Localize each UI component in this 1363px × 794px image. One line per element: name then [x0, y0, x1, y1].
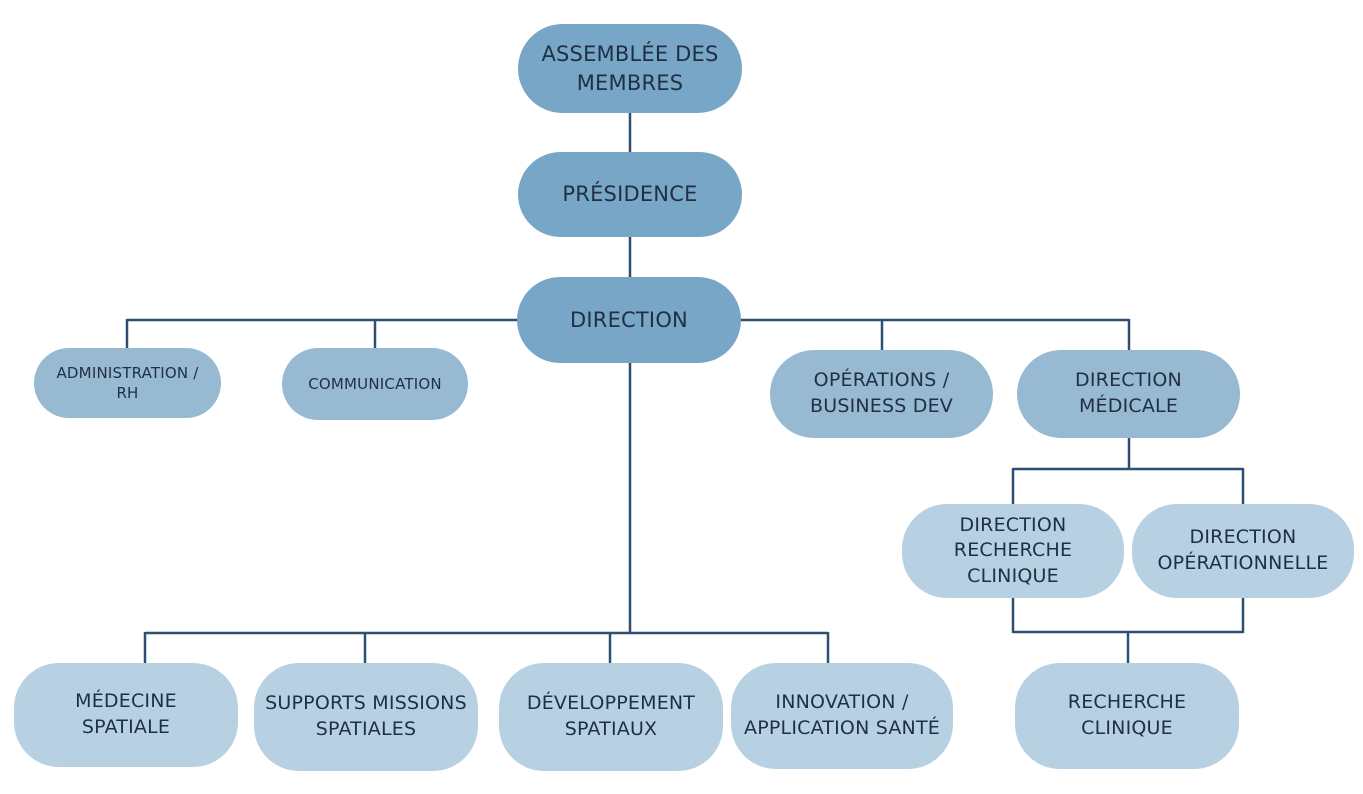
node-label: DIRECTION OPÉRATIONNELLE [1157, 526, 1329, 574]
node-label: SUPPORTS MISSIONS SPATIALES [265, 692, 467, 740]
node-recherche-clinique: RECHERCHE CLINIQUE [1015, 663, 1239, 769]
node-innovation-application-sante: INNOVATION / APPLICATION SANTÉ [731, 663, 953, 769]
node-direction-recherche-clinique: DIRECTION RECHERCHE CLINIQUE [902, 504, 1124, 598]
node-label: INNOVATION / APPLICATION SANTÉ [744, 691, 940, 739]
node-communication: COMMUNICATION [282, 348, 468, 420]
node-label: DÉVELOPPEMENT SPATIAUX [526, 692, 696, 740]
node-label: COMMUNICATION [308, 374, 442, 393]
node-presidence: PRÉSIDENCE [518, 152, 742, 237]
node-direction: DIRECTION [517, 277, 741, 363]
node-label: MÉDECINE SPATIALE [75, 690, 177, 738]
node-developpement-spatiaux: DÉVELOPPEMENT SPATIAUX [499, 663, 723, 771]
node-label: RECHERCHE CLINIQUE [1067, 691, 1187, 739]
node-label: DIRECTION MÉDICALE [1075, 369, 1182, 417]
node-administration-rh: ADMINISTRATION / RH [34, 348, 221, 418]
node-assemblee-des-membres: ASSEMBLÉE DES MEMBRES [518, 24, 742, 113]
node-medecine-spatiale: MÉDECINE SPATIALE [14, 663, 238, 767]
node-direction-operationnelle: DIRECTION OPÉRATIONNELLE [1132, 504, 1354, 598]
node-label: DIRECTION [570, 307, 688, 332]
node-label: ADMINISTRATION / RH [56, 363, 199, 402]
node-label: OPÉRATIONS / BUSINESS DEV [809, 369, 954, 417]
node-label: ASSEMBLÉE DES MEMBRES [541, 42, 719, 95]
node-label: DIRECTION RECHERCHE CLINIQUE [953, 513, 1073, 587]
node-supports-missions-spatiales: SUPPORTS MISSIONS SPATIALES [254, 663, 478, 771]
node-direction-medicale: DIRECTION MÉDICALE [1017, 350, 1240, 438]
node-label: PRÉSIDENCE [562, 182, 698, 207]
node-operations-business-dev: OPÉRATIONS / BUSINESS DEV [770, 350, 993, 438]
